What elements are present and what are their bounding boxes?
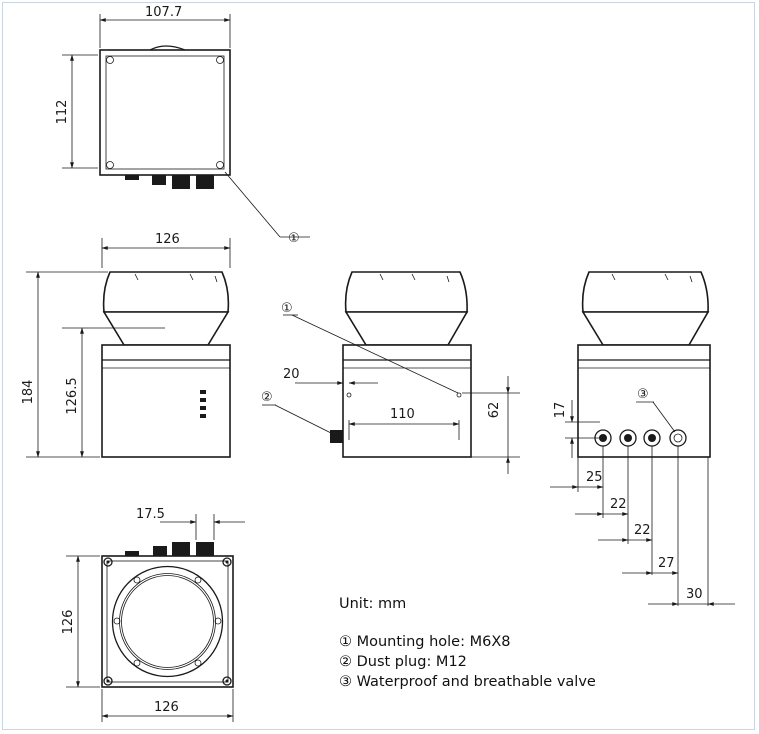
dim-top-width: 107.7 [145,5,182,20]
callout-1-top: ① [288,231,300,246]
callout-3-rear: ③ [637,387,649,402]
dim-front-body-height: 126.5 [65,377,80,414]
dim-rear-17: 17 [553,402,568,419]
dim-side-offset: 20 [283,367,300,382]
rear-view [577,271,711,458]
note-valve: ③ Waterproof and breathable valve [339,674,596,690]
side-view [330,271,472,458]
dim-bottom-height: 126 [61,610,76,635]
note-mounting-hole: ① Mounting hole: M6X8 [339,634,511,650]
rear-dimensions: 17 25 22 22 27 30 ③ [550,387,735,606]
dim-rear-27: 27 [658,556,675,571]
bottom-dimensions: 17.5 126 126 [61,507,245,722]
dim-rear-30: 30 [686,587,703,602]
front-view [101,271,231,458]
dim-front-total-height: 184 [21,380,36,405]
dim-front-width: 126 [155,232,180,247]
side-dimensions: 20 110 62 ① ② [261,301,520,474]
dim-rear-25: 25 [586,470,603,485]
dim-side-height: 62 [487,402,502,419]
note-dust-plug: ② Dust plug: M12 [339,654,467,670]
dim-side-hole-spacing: 110 [390,407,415,422]
bottom-view [101,542,234,688]
dim-rear-22a: 22 [610,497,627,512]
dim-top-height: 112 [55,100,70,125]
dim-bottom-17-5: 17.5 [136,507,165,522]
callout-2-side: ② [261,390,273,405]
dim-bottom-width: 126 [154,700,179,715]
dim-rear-22b: 22 [634,523,651,538]
callout-1-side: ① [281,301,293,316]
top-dimensions: 107.7 112 ① [55,5,310,246]
top-view [99,45,231,189]
unit-note: Unit: mm [339,596,407,612]
front-dimensions: 126 184 126.5 [21,232,231,458]
